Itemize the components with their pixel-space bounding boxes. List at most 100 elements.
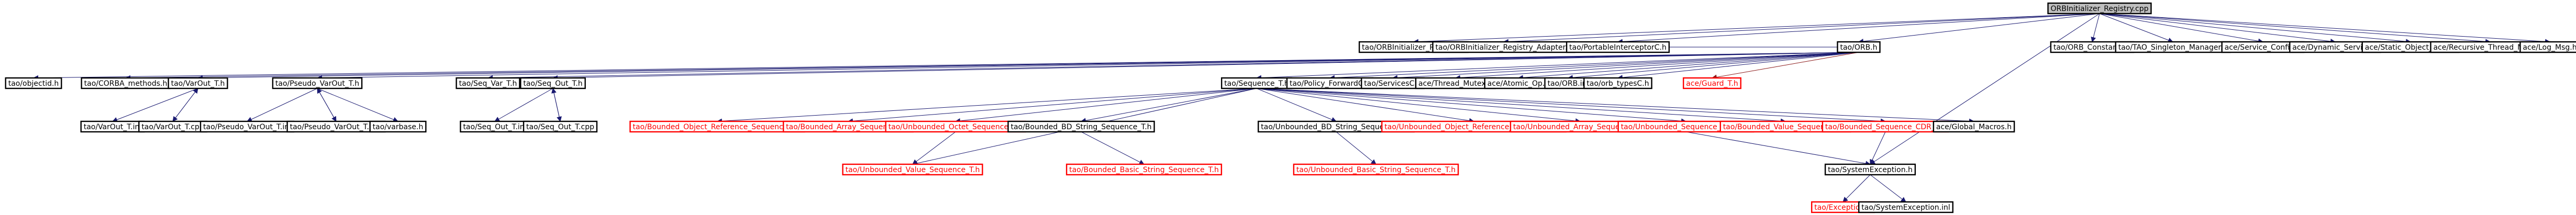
node-box bbox=[1824, 163, 1916, 176]
file-node-uoct-seq[interactable]: tao/Unbounded_Octet_Sequence_T.h bbox=[885, 120, 1026, 133]
node-label: tao/orb_typesC.h bbox=[1586, 80, 1649, 88]
file-node-objectid[interactable]: tao/objectid.h bbox=[5, 77, 62, 89]
file-node-servicesc[interactable]: tao/ServicesC.h bbox=[1361, 77, 1425, 89]
node-label: tao/CORBA_methods.h bbox=[84, 80, 168, 88]
node-label: ace/Recursive_Thread_Mutex.h bbox=[2433, 43, 2547, 52]
node-box bbox=[272, 77, 363, 89]
node-label: tao/Pseudo_VarOut_T.cpp bbox=[290, 123, 383, 131]
edge-sequence-to-uoct_seq bbox=[955, 88, 1257, 123]
file-node-seq-out-cpp[interactable]: tao/Seq_Out_T.cpp bbox=[523, 120, 598, 133]
node-label: tao/Policy_ForwardC.h bbox=[1290, 80, 1370, 88]
file-node-pseudo-var[interactable]: tao/Pseudo_VarOut_T.h bbox=[272, 77, 363, 89]
node-label: tao/objectid.h bbox=[8, 80, 59, 88]
root-file-node[interactable]: ORBInitializer_Registry.cpp bbox=[2047, 2, 2152, 15]
node-label: tao/Sequence_T.h bbox=[1224, 80, 1289, 88]
file-node-orb-typesc[interactable]: tao/orb_typesC.h bbox=[1583, 77, 1652, 89]
file-node-guard[interactable]: ace/Guard_T.h bbox=[1683, 77, 1741, 89]
edge-sequence-to-ba_seq bbox=[848, 88, 1257, 124]
edge-sequence-to-uor_seq bbox=[1256, 88, 1474, 123]
node-label: ace/Guard_T.h bbox=[1686, 80, 1738, 88]
edge-varout_cpp-to-varout bbox=[172, 88, 198, 122]
node-label: tao/Unbounded_BD_String_Sequence_T.h bbox=[1261, 123, 1412, 131]
file-node-atomic[interactable]: ace/Atomic_Op.h bbox=[1484, 77, 1553, 89]
node-label: tao/Pseudo_VarOut_T.h bbox=[275, 80, 359, 88]
file-node-orb-const[interactable]: tao/ORB_Constants.h bbox=[2050, 41, 2135, 53]
file-node-varbase[interactable]: tao/varbase.h bbox=[369, 120, 427, 133]
edge-pseudo_var-to-varbase bbox=[317, 88, 398, 122]
edge-ucor_seq-to-sysex_h bbox=[1685, 131, 1871, 166]
file-node-seq-out[interactable]: tao/Seq_Out_T.h bbox=[520, 77, 586, 89]
file-node-seq-var[interactable]: tao/Seq_Var_T.h bbox=[456, 77, 520, 89]
edge-sequence-to-bv_seq bbox=[1256, 88, 1786, 124]
file-node-varout[interactable]: tao/VarOut_T.h bbox=[168, 77, 228, 89]
node-label: tao/Unbounded_Value_Sequence_T.h bbox=[846, 166, 980, 174]
file-node-varout-inl[interactable]: tao/VarOut_T.inl bbox=[80, 120, 145, 133]
node-box bbox=[1683, 77, 1741, 89]
file-node-bbs-seq[interactable]: tao/Bounded_Basic_String_Sequence_T.h bbox=[1065, 163, 1223, 176]
file-node-global-macros[interactable]: ace/Global_Macros.h bbox=[1933, 120, 2015, 133]
edge-sequence-to-ucor_seq bbox=[1256, 88, 1686, 124]
edge-orb-to-servicesc bbox=[1392, 52, 1859, 81]
edge-orb-to-orb_inl bbox=[1568, 52, 1859, 81]
file-node-orb-inl[interactable]: tao/ORB.inl bbox=[1544, 77, 1592, 89]
node-label: tao/PortableInterceptorC.h bbox=[1569, 43, 1667, 52]
edge-root-to-reg_h bbox=[1413, 13, 2100, 44]
node-box bbox=[523, 120, 598, 133]
node-label: tao/Bounded_Array_Sequence_T.h bbox=[786, 123, 911, 131]
file-node-adapter[interactable]: tao/ORBInitializer_Registry_Adapter.h bbox=[1432, 41, 1575, 53]
node-label: tao/SystemException.h bbox=[1828, 166, 1913, 174]
edge-root-to-sysex_h bbox=[1870, 13, 2100, 165]
file-node-svc-config[interactable]: ace/Service_Config.h bbox=[2221, 41, 2305, 53]
node-box bbox=[1837, 41, 1881, 53]
node-box bbox=[5, 77, 62, 89]
file-node-portable[interactable]: tao/PortableInterceptorC.h bbox=[1565, 41, 1670, 53]
node-box bbox=[1007, 120, 1155, 133]
file-node-bcdr-seq[interactable]: tao/Bounded_Sequence_CDR_T.h bbox=[1822, 120, 1949, 133]
node-label: ORBInitializer_Registry.cpp bbox=[2051, 5, 2149, 13]
file-node-ubs-seq[interactable]: tao/Unbounded_Basic_String_Sequence_T.h bbox=[1293, 163, 1459, 176]
node-box bbox=[2047, 2, 2152, 15]
file-node-orb[interactable]: tao/ORB.h bbox=[1837, 41, 1881, 53]
file-node-seq-out-inl[interactable]: tao/Seq_Out_T.inl bbox=[460, 120, 530, 133]
edge-pseudo_var-to-pseudo_inl bbox=[247, 88, 318, 122]
file-node-log-msg[interactable]: ace/Log_Msg.h bbox=[2519, 41, 2576, 53]
edge-orb-to-pseudo_var bbox=[317, 52, 1859, 81]
node-box bbox=[1583, 77, 1652, 89]
edge-pseudo_cpp-to-pseudo_var bbox=[317, 88, 337, 122]
file-node-dyn-service[interactable]: ace/Dynamic_Service.h bbox=[2289, 41, 2381, 53]
node-label: tao/Seq_Out_T.inl bbox=[463, 123, 526, 131]
file-node-thread-mutex[interactable]: ace/Thread_Mutex.h bbox=[1415, 77, 1496, 89]
file-node-sysex-inl[interactable]: tao/SystemException.inl bbox=[1858, 201, 1953, 213]
node-label: tao/ServicesC.h bbox=[1364, 80, 1421, 88]
file-node-uval-seq[interactable]: tao/Unbounded_Value_Sequence_T.h bbox=[842, 163, 983, 176]
node-label: tao/Bounded_Basic_String_Sequence_T.h bbox=[1069, 166, 1219, 174]
node-label: tao/Unbounded_Octet_Sequence_T.h bbox=[889, 123, 1023, 131]
edge-root-to-adapter bbox=[1503, 13, 2100, 44]
node-label: tao/Seq_Out_T.h bbox=[523, 80, 582, 88]
file-node-sysex-h[interactable]: tao/SystemException.h bbox=[1824, 163, 1916, 176]
edge-ubd_seq-to-ubs_seq bbox=[1336, 131, 1376, 165]
file-node-pseudo-inl[interactable]: tao/Pseudo_VarOut_T.inl bbox=[199, 120, 295, 133]
file-node-corba-methods[interactable]: tao/CORBA_methods.h bbox=[81, 77, 171, 89]
edge-root-to-portable bbox=[1617, 13, 2100, 44]
file-node-ua-seq[interactable]: tao/Unbounded_Array_Sequence_T.h bbox=[1509, 120, 1651, 133]
edge-root-to-svc_config bbox=[2099, 13, 2263, 44]
file-node-bbd-seq[interactable]: tao/Bounded_BD_String_Sequence_T.h bbox=[1007, 120, 1155, 133]
node-layer: ORBInitializer_Registry.cpp tao/ORBInitia… bbox=[5, 2, 2576, 213]
edge-sequence-to-bor_seq bbox=[717, 88, 1257, 124]
node-box bbox=[1293, 163, 1459, 176]
node-label: tao/VarOut_T.cpp bbox=[141, 123, 204, 131]
edge-root-to-orb bbox=[1858, 13, 2100, 44]
file-node-policy-fwd[interactable]: tao/Policy_ForwardC.h bbox=[1286, 77, 1374, 89]
file-node-bor-seq[interactable]: tao/Bounded_Object_Reference_Sequence_T.… bbox=[629, 120, 805, 133]
file-node-varout-cpp[interactable]: tao/VarOut_T.cpp bbox=[138, 120, 207, 133]
file-node-sequence[interactable]: tao/Sequence_T.h bbox=[1220, 77, 1293, 89]
node-box bbox=[456, 77, 520, 89]
file-node-singleton[interactable]: tao/TAO_Singleton_Manager.h bbox=[2115, 41, 2231, 53]
file-node-ubd-seq[interactable]: tao/Unbounded_BD_String_Sequence_T.h bbox=[1258, 120, 1415, 133]
node-box bbox=[369, 120, 427, 133]
edge-root-to-log_msg bbox=[2099, 13, 2550, 44]
edge-orb-to-guard bbox=[1712, 52, 1859, 80]
edge-orb-to-seq_out bbox=[552, 52, 1859, 81]
node-label: ace/Log_Msg.h bbox=[2523, 43, 2576, 52]
